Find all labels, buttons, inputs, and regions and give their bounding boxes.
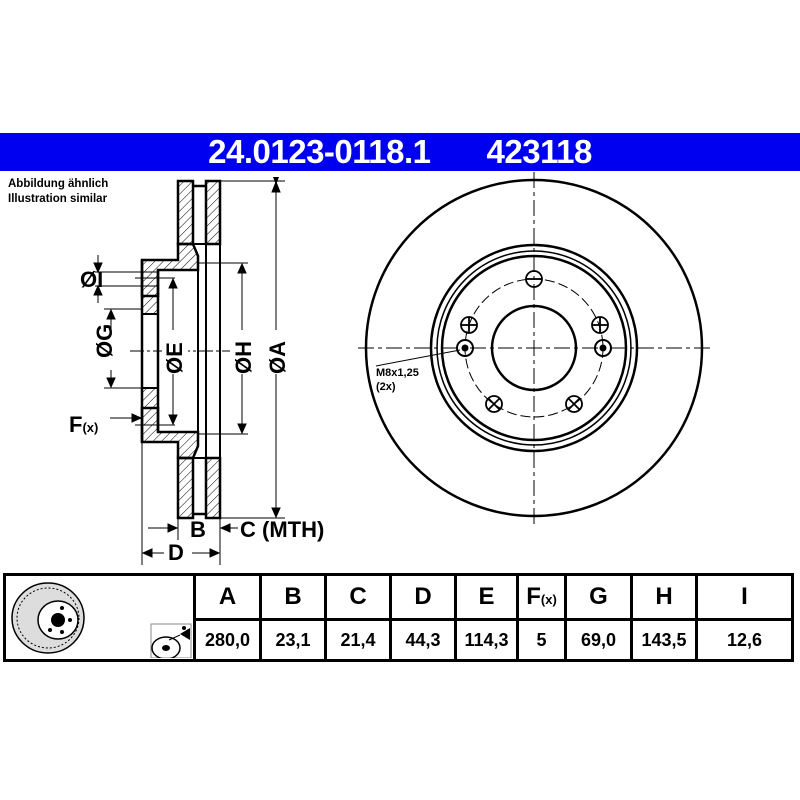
- note-line-de: Abbildung ähnlich: [8, 178, 109, 190]
- dim-label-c: C (MTH): [240, 517, 325, 542]
- title-banner: 24.0123-0118.1 423118: [0, 133, 800, 171]
- dim-label-d: D: [168, 540, 184, 565]
- value-i: 12,6: [695, 618, 794, 662]
- value-a: 280,0: [193, 618, 262, 662]
- product-image-cell: [3, 573, 196, 662]
- thread-count: (2x): [376, 381, 396, 393]
- cleaner-spray-icon: [150, 623, 192, 658]
- thread-callout: M8x1,25 (2x): [376, 366, 419, 394]
- col-header-a: A: [193, 573, 262, 621]
- dim-label-h: ØH: [231, 341, 257, 374]
- front-view: [358, 172, 710, 525]
- value-d: 44,3: [389, 618, 457, 662]
- value-c: 21,4: [324, 618, 392, 662]
- dim-label-b: B: [190, 517, 206, 542]
- col-header-h: H: [630, 573, 698, 621]
- technical-drawing: [93, 172, 710, 565]
- thread-spec: M8x1,25: [376, 367, 419, 379]
- col-header-e: E: [454, 573, 519, 621]
- col-header-c: C: [324, 573, 392, 621]
- col-header-g: G: [564, 573, 633, 621]
- note-line-en: Illustration similar: [8, 193, 108, 205]
- value-b: 23,1: [259, 618, 327, 662]
- reference-number: 423118: [486, 133, 593, 170]
- col-header-b: B: [259, 573, 327, 621]
- value-f: 5: [516, 618, 567, 662]
- value-h: 143,5: [630, 618, 698, 662]
- col-header-i: I: [695, 573, 794, 621]
- dim-label-e: ØE: [162, 342, 188, 374]
- value-e: 114,3: [454, 618, 519, 662]
- dim-label-g: ØG: [92, 323, 117, 358]
- spec-table: A B C D E F(x) G H I 280,0 23,1 21,4 44,…: [3, 573, 794, 662]
- value-g: 69,0: [564, 618, 633, 662]
- col-header-f: F(x): [516, 573, 567, 621]
- illustration-note: Abbildung ähnlich Illustration similar: [8, 177, 108, 207]
- brake-disc-illustration-icon: [11, 581, 192, 658]
- article-number: 24.0123-0118.1: [208, 133, 431, 170]
- col-header-d: D: [389, 573, 457, 621]
- side-section-view: [93, 177, 285, 565]
- dim-label-a: ØA: [265, 341, 291, 374]
- dim-label-i: ØI: [80, 267, 104, 292]
- dim-label-f: F(x): [69, 412, 99, 437]
